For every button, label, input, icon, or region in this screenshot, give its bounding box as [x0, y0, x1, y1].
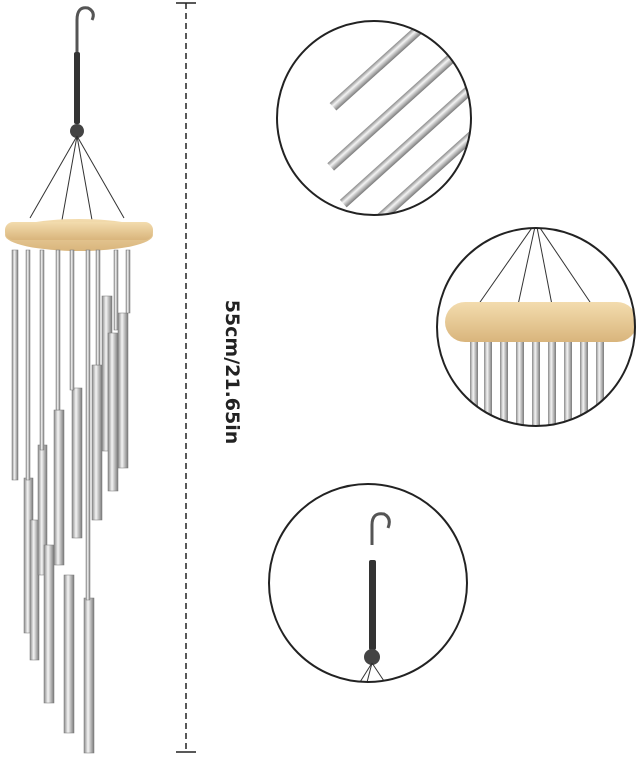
hook-icon	[75, 6, 95, 52]
callout-wood-disc-detail	[436, 227, 636, 427]
dimension-line	[176, 2, 196, 753]
wind-chime	[5, 6, 153, 754]
hook-icon	[370, 512, 391, 545]
callout-tube-detail	[276, 20, 472, 216]
callout-hook-detail	[268, 483, 468, 683]
dimension-label: 55cm/21.65in	[221, 299, 243, 445]
